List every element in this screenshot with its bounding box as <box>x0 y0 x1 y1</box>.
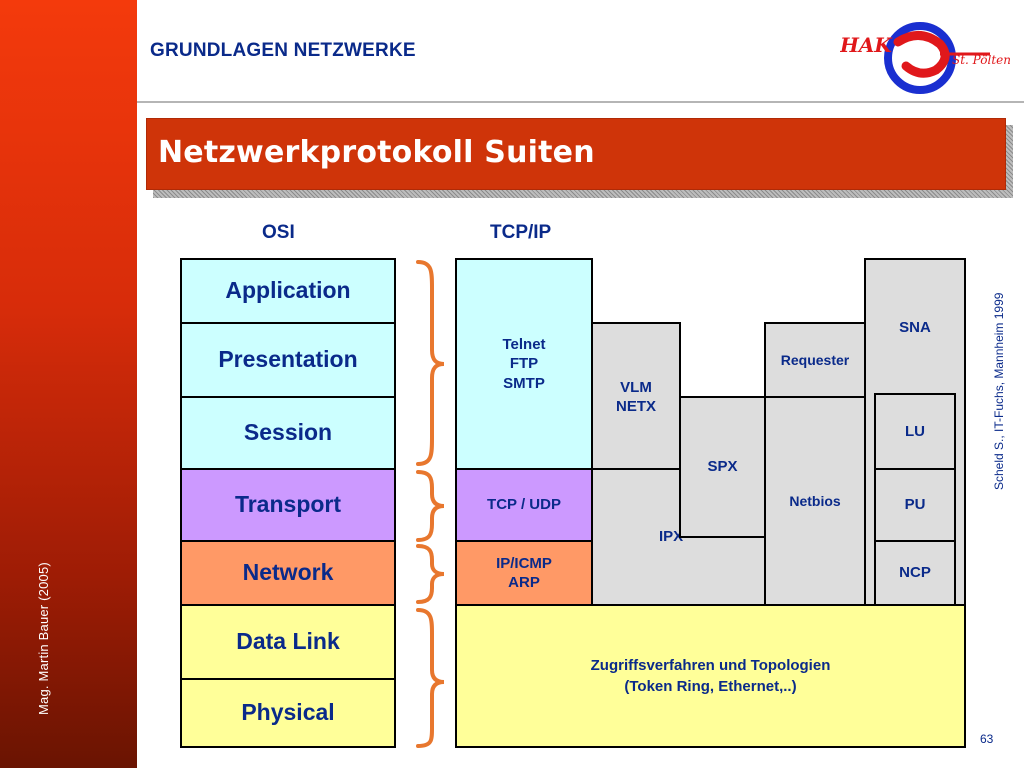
logo-text-hak: HAK <box>840 33 893 57</box>
slide-title: Netzwerkprotokoll Suiten <box>158 135 595 170</box>
osi-layer-application: Application <box>180 258 396 324</box>
osi-layer-physical: Physical <box>180 678 396 748</box>
sna-lu: LU <box>874 393 956 470</box>
tcpip-application-protocols: Telnet FTP SMTP <box>455 258 593 470</box>
novell-spx: SPX <box>679 396 766 538</box>
author-credit: Mag. Martin Bauer (2005) <box>36 562 51 715</box>
tcpip-transport-protocols: TCP / UDP <box>455 468 593 542</box>
network-access-layer: Zugriffsverfahren und Topologien (Token … <box>455 604 966 748</box>
sna-ncp: NCP <box>874 540 956 606</box>
osi-heading: OSI <box>262 222 295 243</box>
logo-text-city: St. Pölten <box>952 53 1010 67</box>
section-title: GRUNDLAGEN NETZWERKE <box>150 40 416 61</box>
source-credit: Scheld S., IT-Fuchs, Mannheim 1999 <box>992 292 1006 490</box>
sidebar: Mag. Martin Bauer (2005) <box>0 0 137 768</box>
layer-brackets <box>416 260 445 748</box>
school-logo: HAK St. Pölten <box>840 22 1010 94</box>
tcpip-heading: TCP/IP <box>490 222 552 243</box>
osi-layer-network: Network <box>180 540 396 606</box>
page-number: 63 <box>980 732 994 746</box>
netbios-netbios: Netbios <box>764 396 866 606</box>
osi-layer-presentation: Presentation <box>180 322 396 398</box>
osi-layer-data-link: Data Link <box>180 604 396 680</box>
novell-vlm-netx: VLM NETX <box>591 322 681 472</box>
title-banner: Netzwerkprotokoll Suiten <box>146 118 1006 190</box>
osi-layer-session: Session <box>180 396 396 470</box>
netbios-requester: Requester <box>764 322 866 398</box>
tcpip-network-protocols: IP/ICMP ARP <box>455 540 593 606</box>
header-divider <box>137 101 1024 103</box>
osi-layer-transport: Transport <box>180 468 396 542</box>
sna-pu: PU <box>874 468 956 542</box>
